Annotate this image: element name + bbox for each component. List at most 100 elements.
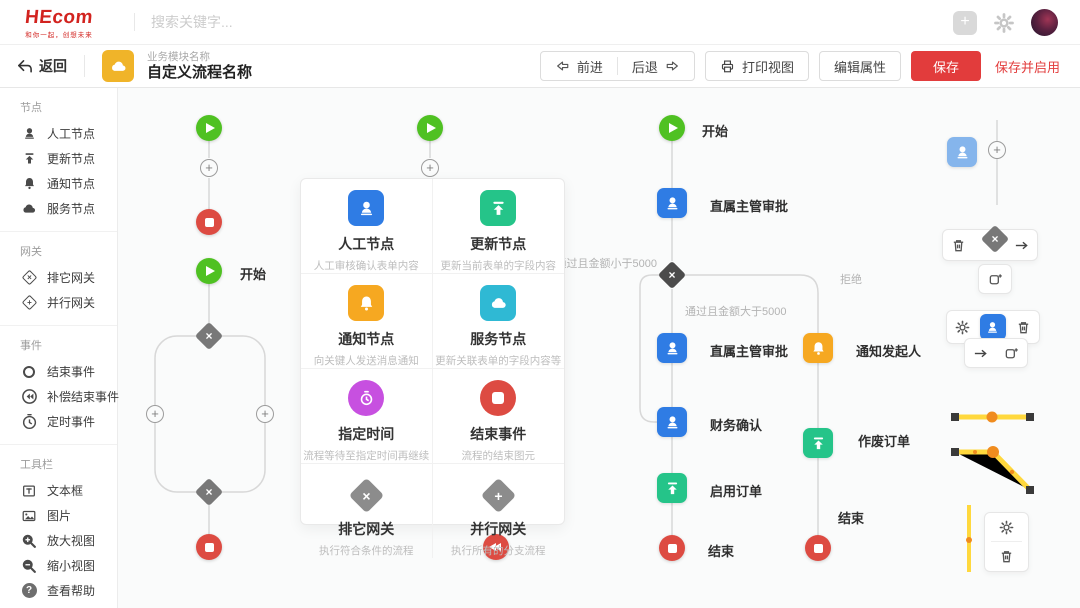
flow-canvas[interactable]: 开始 人工节点 人工审核确认表单内容 更新节点 更新当前表单的字段内容 通知节点… bbox=[118, 88, 1080, 608]
flow-name: 自定义流程名称 bbox=[147, 63, 253, 81]
sidebar-item-image[interactable]: 图片 bbox=[20, 503, 117, 528]
help-icon bbox=[20, 583, 38, 598]
sidebar-item-user-node[interactable]: 人工节点 bbox=[20, 121, 117, 146]
sidebar-item-exclusive-gateway[interactable]: 排它网关 bbox=[20, 265, 117, 290]
gear-icon[interactable] bbox=[993, 513, 1021, 541]
sidebar-section-tools: 工具栏 文本框 图片 放大视图 缩小视图 查看帮助 bbox=[0, 445, 117, 608]
palette-item-notify-node[interactable]: 通知节点 向关键人发送消息通知 bbox=[301, 274, 433, 369]
plus-icon[interactable] bbox=[953, 10, 977, 35]
flow-label-end: 结束 bbox=[838, 511, 865, 526]
gear-icon[interactable] bbox=[994, 12, 1014, 33]
user-task-node[interactable] bbox=[657, 333, 687, 363]
shape-sidebar: 节点 人工节点 更新节点 通知节点 服务节点 网关 排它网关 并行网关 事件 bbox=[0, 88, 120, 608]
sidebar-item-service-node[interactable]: 服务节点 bbox=[20, 196, 117, 221]
save-button[interactable]: 保存 bbox=[910, 51, 981, 81]
end-event-node[interactable] bbox=[196, 209, 222, 235]
delete-icon[interactable] bbox=[1009, 313, 1037, 341]
play-icon bbox=[427, 123, 436, 133]
user-task-node[interactable] bbox=[657, 407, 687, 437]
flow-toolbar: 返回 业务模块名称 自定义流程名称 前进 后退 打印视图 编辑属性 保存 保存并 bbox=[0, 45, 1080, 88]
edit-properties-button[interactable]: 编辑属性 bbox=[818, 51, 901, 81]
copy-icon[interactable] bbox=[981, 265, 1009, 293]
end-event-node[interactable] bbox=[805, 535, 831, 561]
flow-label-cancel-order: 作废订单 bbox=[858, 434, 911, 449]
sidebar-item-end-event[interactable]: 结束事件 bbox=[20, 359, 117, 384]
end-event-icon bbox=[20, 365, 38, 378]
start-event-node[interactable] bbox=[417, 115, 443, 141]
section-title: 网关 bbox=[20, 246, 42, 258]
section-title: 事件 bbox=[20, 340, 42, 352]
flow-label-manager-approval: 直属主管审批 bbox=[710, 199, 789, 214]
arrow-right-icon bbox=[666, 61, 678, 71]
update-task-node[interactable] bbox=[657, 473, 687, 503]
exclusive-gateway-node[interactable] bbox=[194, 477, 224, 507]
notify-node-icon bbox=[812, 341, 824, 355]
palette-item-service-node[interactable]: 服务节点 更新关联表单的字段内容等 bbox=[432, 274, 564, 369]
user-avatar[interactable] bbox=[1031, 9, 1058, 36]
palette-desc: 执行符合条件的流程 bbox=[319, 545, 414, 557]
end-event-node[interactable] bbox=[659, 535, 685, 561]
sidebar-item-zoom-in[interactable]: 放大视图 bbox=[20, 528, 117, 553]
notify-node-icon bbox=[348, 285, 385, 321]
palette-item-update-node[interactable]: 更新节点 更新当前表单的字段内容 bbox=[432, 179, 564, 274]
divider bbox=[84, 55, 85, 77]
notify-task-node[interactable] bbox=[803, 333, 833, 363]
service-node-icon bbox=[480, 285, 517, 321]
start-event-node[interactable] bbox=[196, 258, 222, 284]
end-event-node[interactable] bbox=[196, 534, 222, 560]
user-task-node[interactable] bbox=[657, 188, 687, 218]
print-view-button[interactable]: 打印视图 bbox=[704, 51, 809, 81]
sidebar-item-textbox[interactable]: 文本框 bbox=[20, 478, 117, 503]
connect-arrow-icon[interactable] bbox=[1007, 231, 1035, 259]
sidebar-item-compensation-end-event[interactable]: 补偿结束事件 bbox=[20, 384, 120, 409]
gear-icon[interactable] bbox=[949, 313, 977, 341]
copy-icon[interactable] bbox=[998, 339, 1026, 367]
sidebar-section-events: 事件 结束事件 补偿结束事件 定时事件 bbox=[0, 326, 120, 445]
node-context-toolbar-row2 bbox=[964, 338, 1028, 368]
sidebar-item-help[interactable]: 查看帮助 bbox=[20, 578, 117, 603]
user-task-node-dragging[interactable] bbox=[947, 137, 977, 167]
palette-item-end-event[interactable]: 结束事件 流程的结束图元 bbox=[432, 369, 564, 464]
sidebar-item-update-node[interactable]: 更新节点 bbox=[20, 146, 117, 171]
delete-icon[interactable] bbox=[993, 543, 1021, 571]
palette-item-user-node[interactable]: 人工节点 人工审核确认表单内容 bbox=[301, 179, 433, 274]
add-node-icon[interactable] bbox=[256, 405, 274, 423]
delete-icon[interactable] bbox=[945, 231, 973, 259]
exclusive-gateway-node[interactable] bbox=[194, 321, 224, 351]
connector-demo[interactable] bbox=[951, 411, 1034, 573]
exclusive-gateway-icon bbox=[20, 269, 38, 286]
connect-arrow-icon[interactable] bbox=[967, 339, 995, 367]
palette-item-exclusive-gateway[interactable]: 排它网关 执行符合条件的流程 bbox=[301, 464, 433, 558]
palette-item-timer[interactable]: 指定时间 流程等待至指定时间再继续 bbox=[301, 369, 433, 464]
save-and-enable-button[interactable]: 保存并启用 bbox=[994, 59, 1060, 75]
sidebar-item-timer-event[interactable]: 定时事件 bbox=[20, 409, 117, 434]
sidebar-item-label: 排它网关 bbox=[47, 271, 96, 285]
exclusive-gateway-node[interactable] bbox=[980, 224, 1010, 254]
user-task-node-selected[interactable] bbox=[979, 314, 1006, 340]
exclusive-gateway-node[interactable] bbox=[657, 260, 687, 290]
backward-button[interactable]: 后退 bbox=[618, 52, 694, 80]
add-node-icon[interactable] bbox=[146, 405, 164, 423]
sidebar-item-label: 并行网关 bbox=[47, 296, 96, 310]
start-event-node[interactable] bbox=[659, 115, 685, 141]
update-task-node[interactable] bbox=[803, 428, 833, 458]
add-node-icon[interactable] bbox=[988, 141, 1006, 159]
sidebar-item-notify-node[interactable]: 通知节点 bbox=[20, 171, 117, 196]
forward-button[interactable]: 前进 bbox=[541, 52, 617, 80]
start-event-node[interactable] bbox=[196, 115, 222, 141]
search-input[interactable] bbox=[151, 14, 471, 30]
add-node-icon[interactable] bbox=[421, 159, 439, 177]
play-icon bbox=[206, 266, 215, 276]
compensation-end-node[interactable] bbox=[483, 534, 509, 560]
sidebar-item-label: 补偿结束事件 bbox=[47, 390, 120, 404]
add-node-icon[interactable] bbox=[200, 159, 218, 177]
flow-condition-reject: 拒绝 bbox=[840, 274, 862, 286]
palette-desc: 人工审核确认表单内容 bbox=[313, 260, 419, 272]
rewind-icon bbox=[489, 543, 501, 551]
sidebar-item-zoom-out[interactable]: 缩小视图 bbox=[20, 553, 117, 578]
sidebar-item-parallel-gateway[interactable]: 并行网关 bbox=[20, 290, 117, 315]
palette-item-parallel-gateway[interactable]: 并行网关 执行所有的分支流程 bbox=[433, 464, 565, 558]
logo-tagline: 和你一起，创想未来 bbox=[25, 31, 93, 39]
sidebar-item-label: 缩小视图 bbox=[47, 559, 96, 573]
back-button[interactable]: 返回 bbox=[16, 56, 67, 76]
